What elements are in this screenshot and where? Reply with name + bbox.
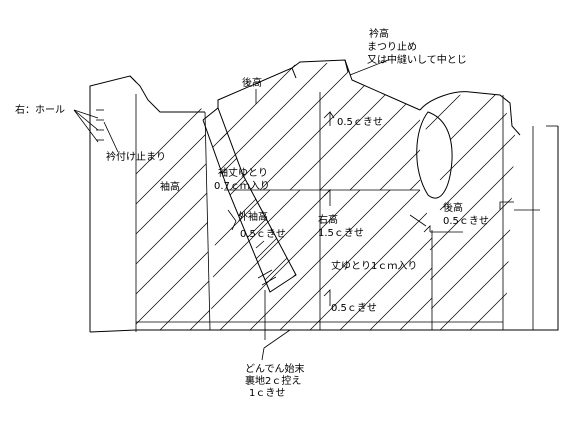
sleeve [202, 107, 297, 293]
label-back-height-right: 後高 [443, 201, 463, 214]
label-right-height: 右高 [318, 213, 338, 226]
left-body-hatching [136, 82, 210, 330]
label-ease-05-top: 0.5ｃきせ [337, 116, 383, 128]
right-panel-hatching [425, 92, 515, 330]
label-ease-05-bottom: 0.5ｃきせ [331, 302, 377, 314]
label-hem-finish: どんでん始末 [245, 362, 305, 375]
label-blind-stitch-stop: まつり止め [367, 41, 417, 53]
label-or-midseam: 又は中縫いして中とじ [367, 53, 467, 66]
label-right-hole: 右：ホール [15, 103, 65, 116]
left-front-body [89, 75, 211, 332]
label-collar-height: 衿高 [369, 27, 389, 40]
label-collar-attach-stop: 衿付け止まり [106, 150, 166, 163]
label-lining-2c-reserve: 裏地2ｃ控え [245, 374, 301, 387]
back-body [210, 59, 432, 330]
annotations: 衿高 まつり止め 又は中縫いして中とじ 後高 右：ホール 0.5ｃきせ 衿付け止… [15, 27, 489, 399]
leader-lines [73, 59, 427, 361]
label-sleeve-length-ease: 袖丈ゆとり [218, 166, 268, 179]
label-ease-1c: 1ｃきせ [249, 387, 285, 399]
label-outer-sleeve-ease: 0.5ｃきせ [240, 228, 286, 240]
label-sleeve-height: 袖高 [160, 180, 180, 193]
hem [89, 126, 559, 333]
right-back-panel [416, 91, 558, 330]
label-length-ease: 丈ゆとり1ｃｍ入り [331, 260, 417, 272]
label-outer-sleeve-height: 外袖高 [238, 210, 268, 223]
label-back-height-right-ease: 0.5ｃきせ [443, 215, 489, 227]
label-back-height-top: 後高 [242, 76, 262, 89]
label-right-height-ease: 1.5ｃきせ [318, 227, 364, 239]
label-sleeve-length-ease-value: 0.7ｃｍ入り [214, 180, 270, 192]
